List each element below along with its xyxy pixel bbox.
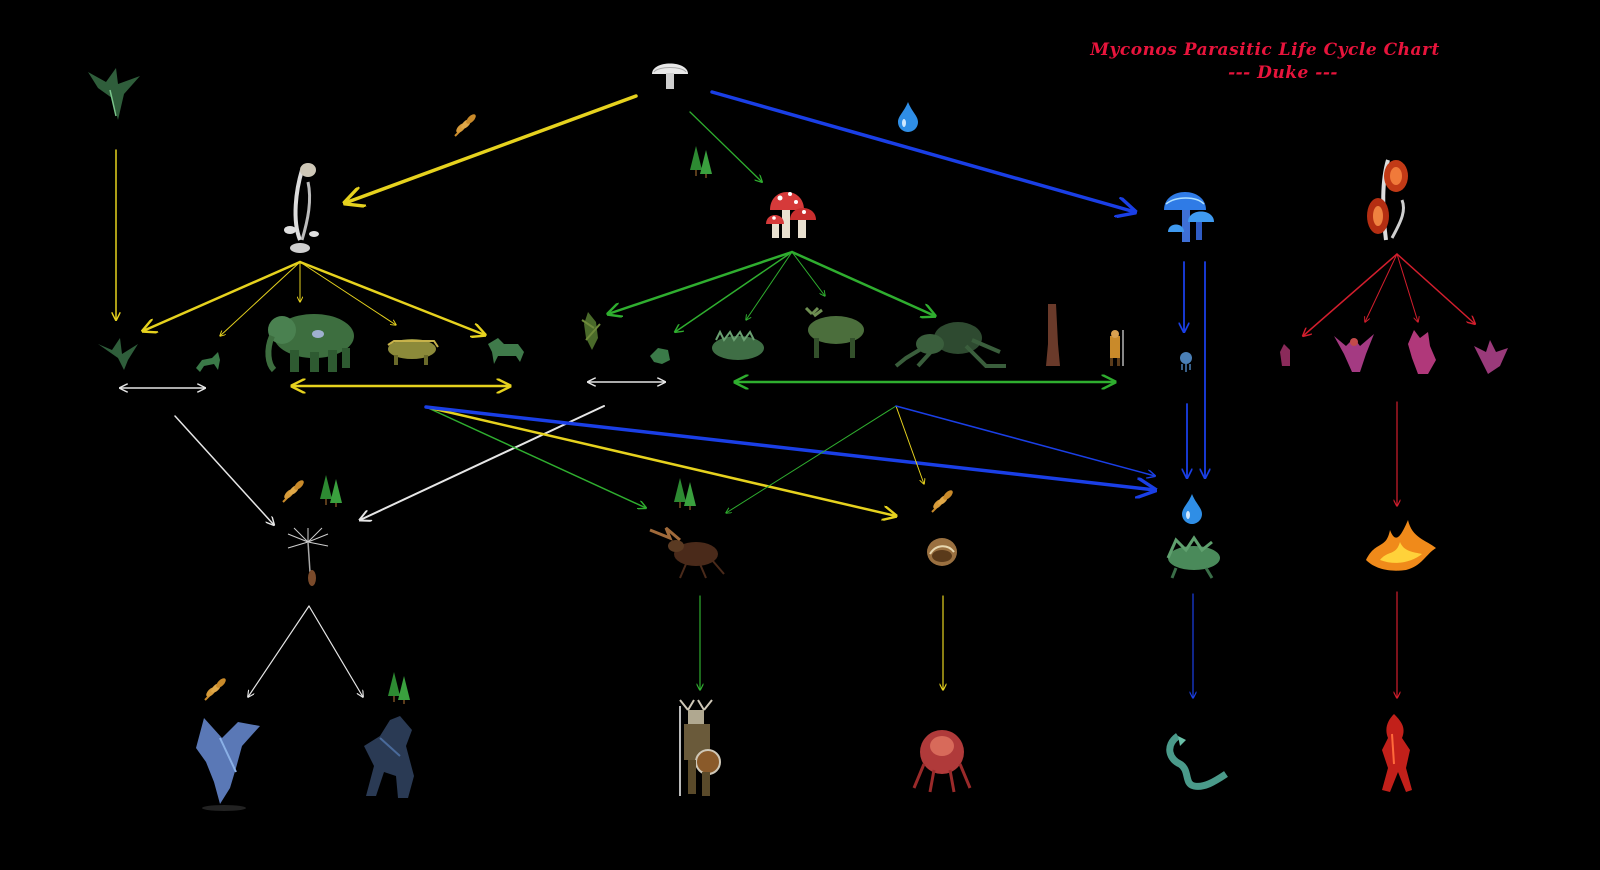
- red-pod-fungus-icon: [1367, 159, 1408, 241]
- blue-dragon-icon: [196, 718, 260, 811]
- mantis-icon: [581, 312, 601, 350]
- blue-jelly-icon: [1180, 352, 1192, 372]
- chart-author: --- Duke ---: [1228, 63, 1338, 83]
- trees-icon: [674, 478, 696, 510]
- bat-imp-icon: [1474, 340, 1508, 374]
- arrow-source-to-toadstool: [689, 111, 762, 182]
- water-drop-icon: [1182, 494, 1202, 524]
- red-brain-crab-icon: [912, 730, 972, 793]
- moss-moose-icon: [804, 306, 864, 358]
- wheat-icon: [453, 111, 479, 137]
- water-drop-icon: [898, 102, 918, 132]
- wheat-icon: [930, 487, 956, 513]
- trees-icon: [320, 475, 342, 507]
- white-stalk-fungus-icon: [284, 163, 319, 253]
- arrow-source-to-white-fungus: [345, 94, 638, 203]
- wheat-icon: [281, 477, 307, 503]
- stag-beetle-icon: [649, 526, 725, 579]
- dark-gargoyle-icon: [364, 716, 414, 798]
- winged-creature-icon: [88, 68, 140, 120]
- chart-title: Myconos Parasitic Life Cycle Chart: [1089, 40, 1440, 60]
- blue-mushroom-icon: [1164, 192, 1214, 242]
- trees-icon: [690, 146, 712, 178]
- arrows: [116, 90, 1475, 698]
- red-imp-icon: [1280, 344, 1290, 366]
- fire-beast-icon: [1366, 520, 1436, 571]
- moss-elephant-icon: [265, 314, 354, 373]
- blue-swamp-lizard-icon: [1166, 535, 1220, 579]
- small-lizard-icon: [650, 348, 670, 364]
- spiked-beast-icon: [712, 329, 764, 360]
- dandelion-seed-icon: [287, 527, 329, 586]
- seed-pod-icon: [927, 538, 957, 566]
- antler-warrior-icon: [679, 699, 721, 796]
- gargoyle-spawn-icon: [98, 338, 138, 370]
- wheat-icon: [203, 675, 229, 701]
- sea-serpent-icon: [1166, 733, 1228, 790]
- warrior-figure-icon: [1110, 330, 1124, 366]
- winged-imp-icon: [1334, 334, 1374, 372]
- moss-boar-icon: [387, 339, 439, 365]
- red-toadstool-icon: [766, 192, 816, 238]
- red-fire-demon-icon: [1382, 714, 1412, 792]
- tree-stump-icon: [1046, 304, 1060, 366]
- horned-imp-icon: [1408, 330, 1436, 374]
- arrow-source-to-blue-mushroom: [710, 90, 1135, 212]
- trees-icon: [388, 672, 410, 704]
- white-mushroom-icon: [652, 63, 688, 89]
- green-wolf-icon: [488, 338, 524, 364]
- small-wolf-icon: [196, 352, 220, 372]
- giant-spider-icon: [894, 322, 1006, 368]
